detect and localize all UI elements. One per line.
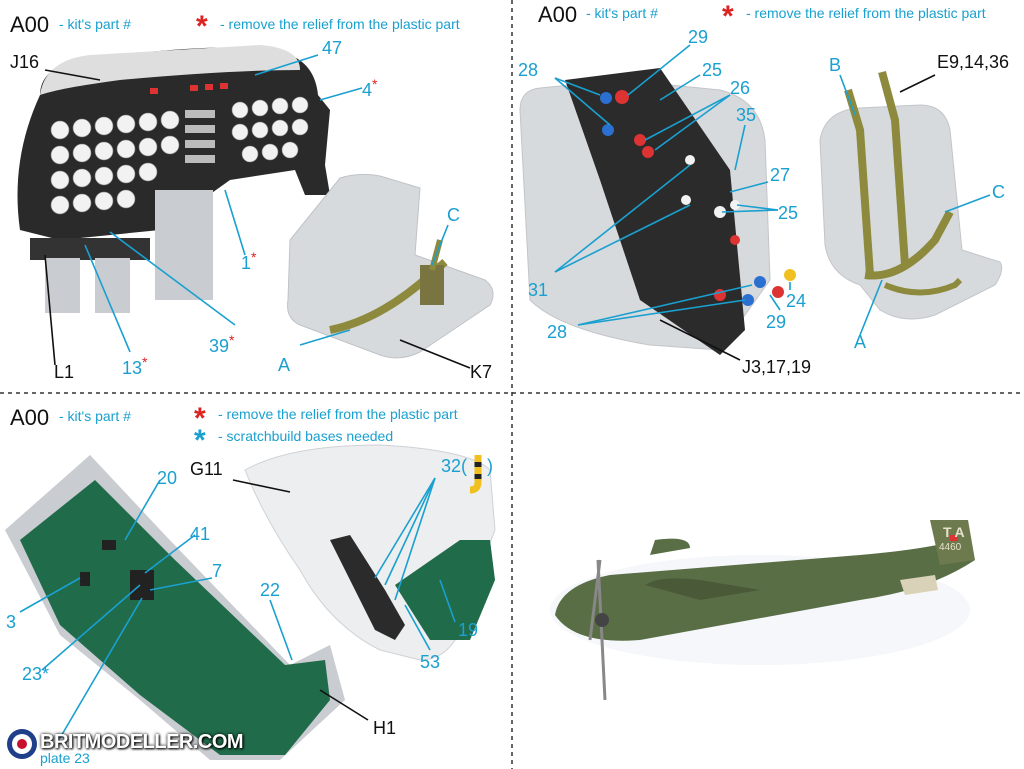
part-label-29: 29 (688, 27, 709, 47)
part-label-j3: J3,17,19 (742, 357, 812, 377)
part-label-e9: E9,14,36 (937, 52, 1010, 72)
part-label-32: 32( (441, 456, 468, 476)
part-label-53: 53 (420, 652, 441, 672)
part-label-j16: J16 (10, 52, 40, 72)
part-label-b: B (829, 55, 842, 75)
part-label-l1: L1 (54, 362, 75, 382)
part-label-31: 31 (528, 280, 549, 300)
remove-relief-note: - remove the relief from the plastic par… (218, 406, 458, 422)
part-label-3: 3 (6, 612, 17, 632)
kit-code-label: A00 (538, 2, 578, 27)
red-asterisk-icon: * (722, 0, 734, 33)
part-label-13: 13* (122, 354, 148, 378)
red-asterisk-icon: * (196, 10, 208, 43)
part-label-20: 20 (157, 468, 178, 488)
part-label-41: 41 (190, 524, 211, 544)
part-label-29-lower: 29 (766, 312, 787, 332)
part-label-4: 4* (362, 76, 378, 100)
part-label-28-lower: 28 (547, 322, 568, 342)
kit-code-label: A00 (10, 405, 50, 430)
pilot-seat-illustration-1 (287, 173, 494, 359)
part-label-39: 39* (209, 332, 235, 356)
plate-number: plate 23 (40, 750, 90, 766)
part-label-24: 24 (786, 291, 807, 311)
part-label-47: 47 (322, 38, 343, 58)
aircraft-illustration (550, 520, 975, 701)
part-label-35: 35 (736, 105, 757, 125)
cockpit-floor-illustration (5, 455, 345, 760)
kit-part-note: - kit's part # (586, 5, 658, 21)
tail-number: 4460 (939, 542, 962, 553)
part-label-19: 19 (458, 620, 479, 640)
red-asterisk-icon: * (194, 402, 206, 435)
part-label-g11: G11 (190, 459, 223, 479)
part-label-7: 7 (212, 561, 223, 581)
yellow-harness-icon (469, 455, 482, 494)
part-label-a: A (854, 332, 867, 352)
kit-part-note: - kit's part # (59, 16, 131, 32)
black-leader-lines (44, 69, 936, 721)
seat-tub-illustration (244, 444, 496, 661)
part-label-25-lower: 25 (778, 203, 799, 223)
part-label-1: 1* (241, 249, 257, 273)
pilot-seat-illustration-2 (819, 70, 1003, 320)
part-label-h1: H1 (373, 718, 397, 738)
part-label-23: 23* (22, 664, 50, 684)
watermark-text: BRITMODELLER.COM (40, 731, 244, 753)
part-label-22: 22 (260, 580, 281, 600)
kit-code-label: A00 (10, 12, 50, 37)
part-label-32-close: ) (487, 456, 493, 476)
kit-part-note: - kit's part # (59, 408, 131, 424)
center-console-illustration (519, 68, 796, 355)
scratchbuild-note: - scratchbuild bases needed (218, 428, 394, 444)
blue-asterisk-icon: * (194, 424, 206, 457)
remove-relief-note: - remove the relief from the plastic par… (746, 5, 986, 21)
part-label-c: C (992, 182, 1005, 202)
part-label-25: 25 (702, 60, 723, 80)
remove-relief-note: - remove the relief from the plastic par… (220, 16, 460, 32)
tail-code: TA (943, 524, 969, 540)
roundel-icon (7, 729, 37, 759)
blue-leader-lines (19, 44, 991, 739)
part-label-26: 26 (730, 78, 751, 98)
instrument-panel-illustration (17, 45, 330, 313)
part-label-c: C (447, 205, 460, 225)
part-label-28: 28 (518, 60, 539, 80)
part-label-a: A (278, 355, 291, 375)
part-label-27: 27 (770, 165, 791, 185)
part-label-k7: K7 (470, 362, 493, 382)
